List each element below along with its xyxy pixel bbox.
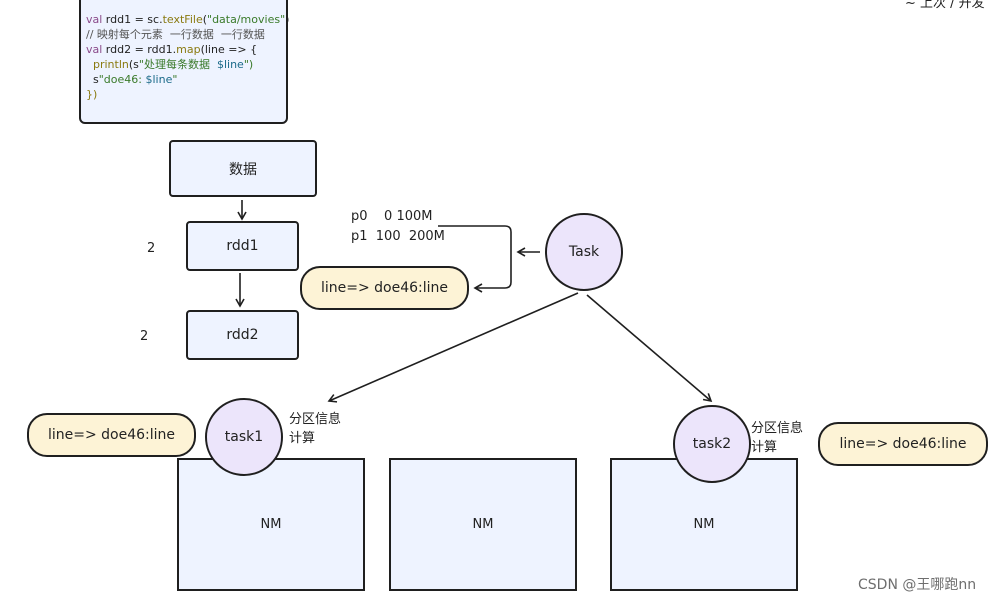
- task1-info-line1: 分区信息: [289, 412, 342, 427]
- code-line-3: val rdd2 = rdd1.map(line => {: [86, 43, 258, 56]
- node-manager-2: NM: [389, 458, 577, 591]
- rdd2-box: rdd2: [186, 310, 299, 360]
- task2-info-line1: 分区信息: [751, 421, 804, 436]
- task1-function-pill: line=> doe46:line: [27, 413, 196, 457]
- code-line-2: // 映射每个元素 一行数据 一行数据: [86, 28, 265, 41]
- node-manager-1: NM: [177, 458, 365, 591]
- partition-p0: p0 0 100M: [351, 209, 433, 224]
- task1-circle: task1: [205, 398, 283, 476]
- corner-fragment: ~ 上次 / 开发: [905, 0, 985, 11]
- task1-info-line2: 计算: [289, 431, 316, 446]
- code-line-1: val rdd1 = sc.textFile("data/movies"): [86, 13, 290, 26]
- arrow-task-to-task2: [586, 294, 713, 403]
- partition-p1: p1 100 200M: [351, 229, 445, 244]
- rdd1-partition-count: 2: [147, 241, 156, 256]
- task-circle: Task: [545, 213, 623, 291]
- arrow-task-to-task1: [327, 292, 579, 403]
- task2-circle: task2: [673, 405, 751, 483]
- code-snippet: val rdd1 = sc.textFile("data/movies") //…: [79, 0, 290, 124]
- code-line-4: println(s"处理每条数据 $line"): [93, 58, 254, 71]
- rdd1-box: rdd1: [186, 221, 299, 271]
- code-line-5: s"doe46: $line": [93, 73, 178, 86]
- data-source-box: 数据: [169, 140, 317, 197]
- map-function-pill: line=> doe46:line: [300, 266, 469, 310]
- task2-function-pill: line=> doe46:line: [818, 422, 988, 466]
- rdd2-partition-count: 2: [140, 329, 149, 344]
- bracket-partition-to-pill: [438, 225, 512, 293]
- watermark: CSDN @王哪跑nn: [858, 577, 977, 593]
- task2-info-line2: 计算: [751, 440, 778, 455]
- code-line-6: }): [86, 88, 98, 101]
